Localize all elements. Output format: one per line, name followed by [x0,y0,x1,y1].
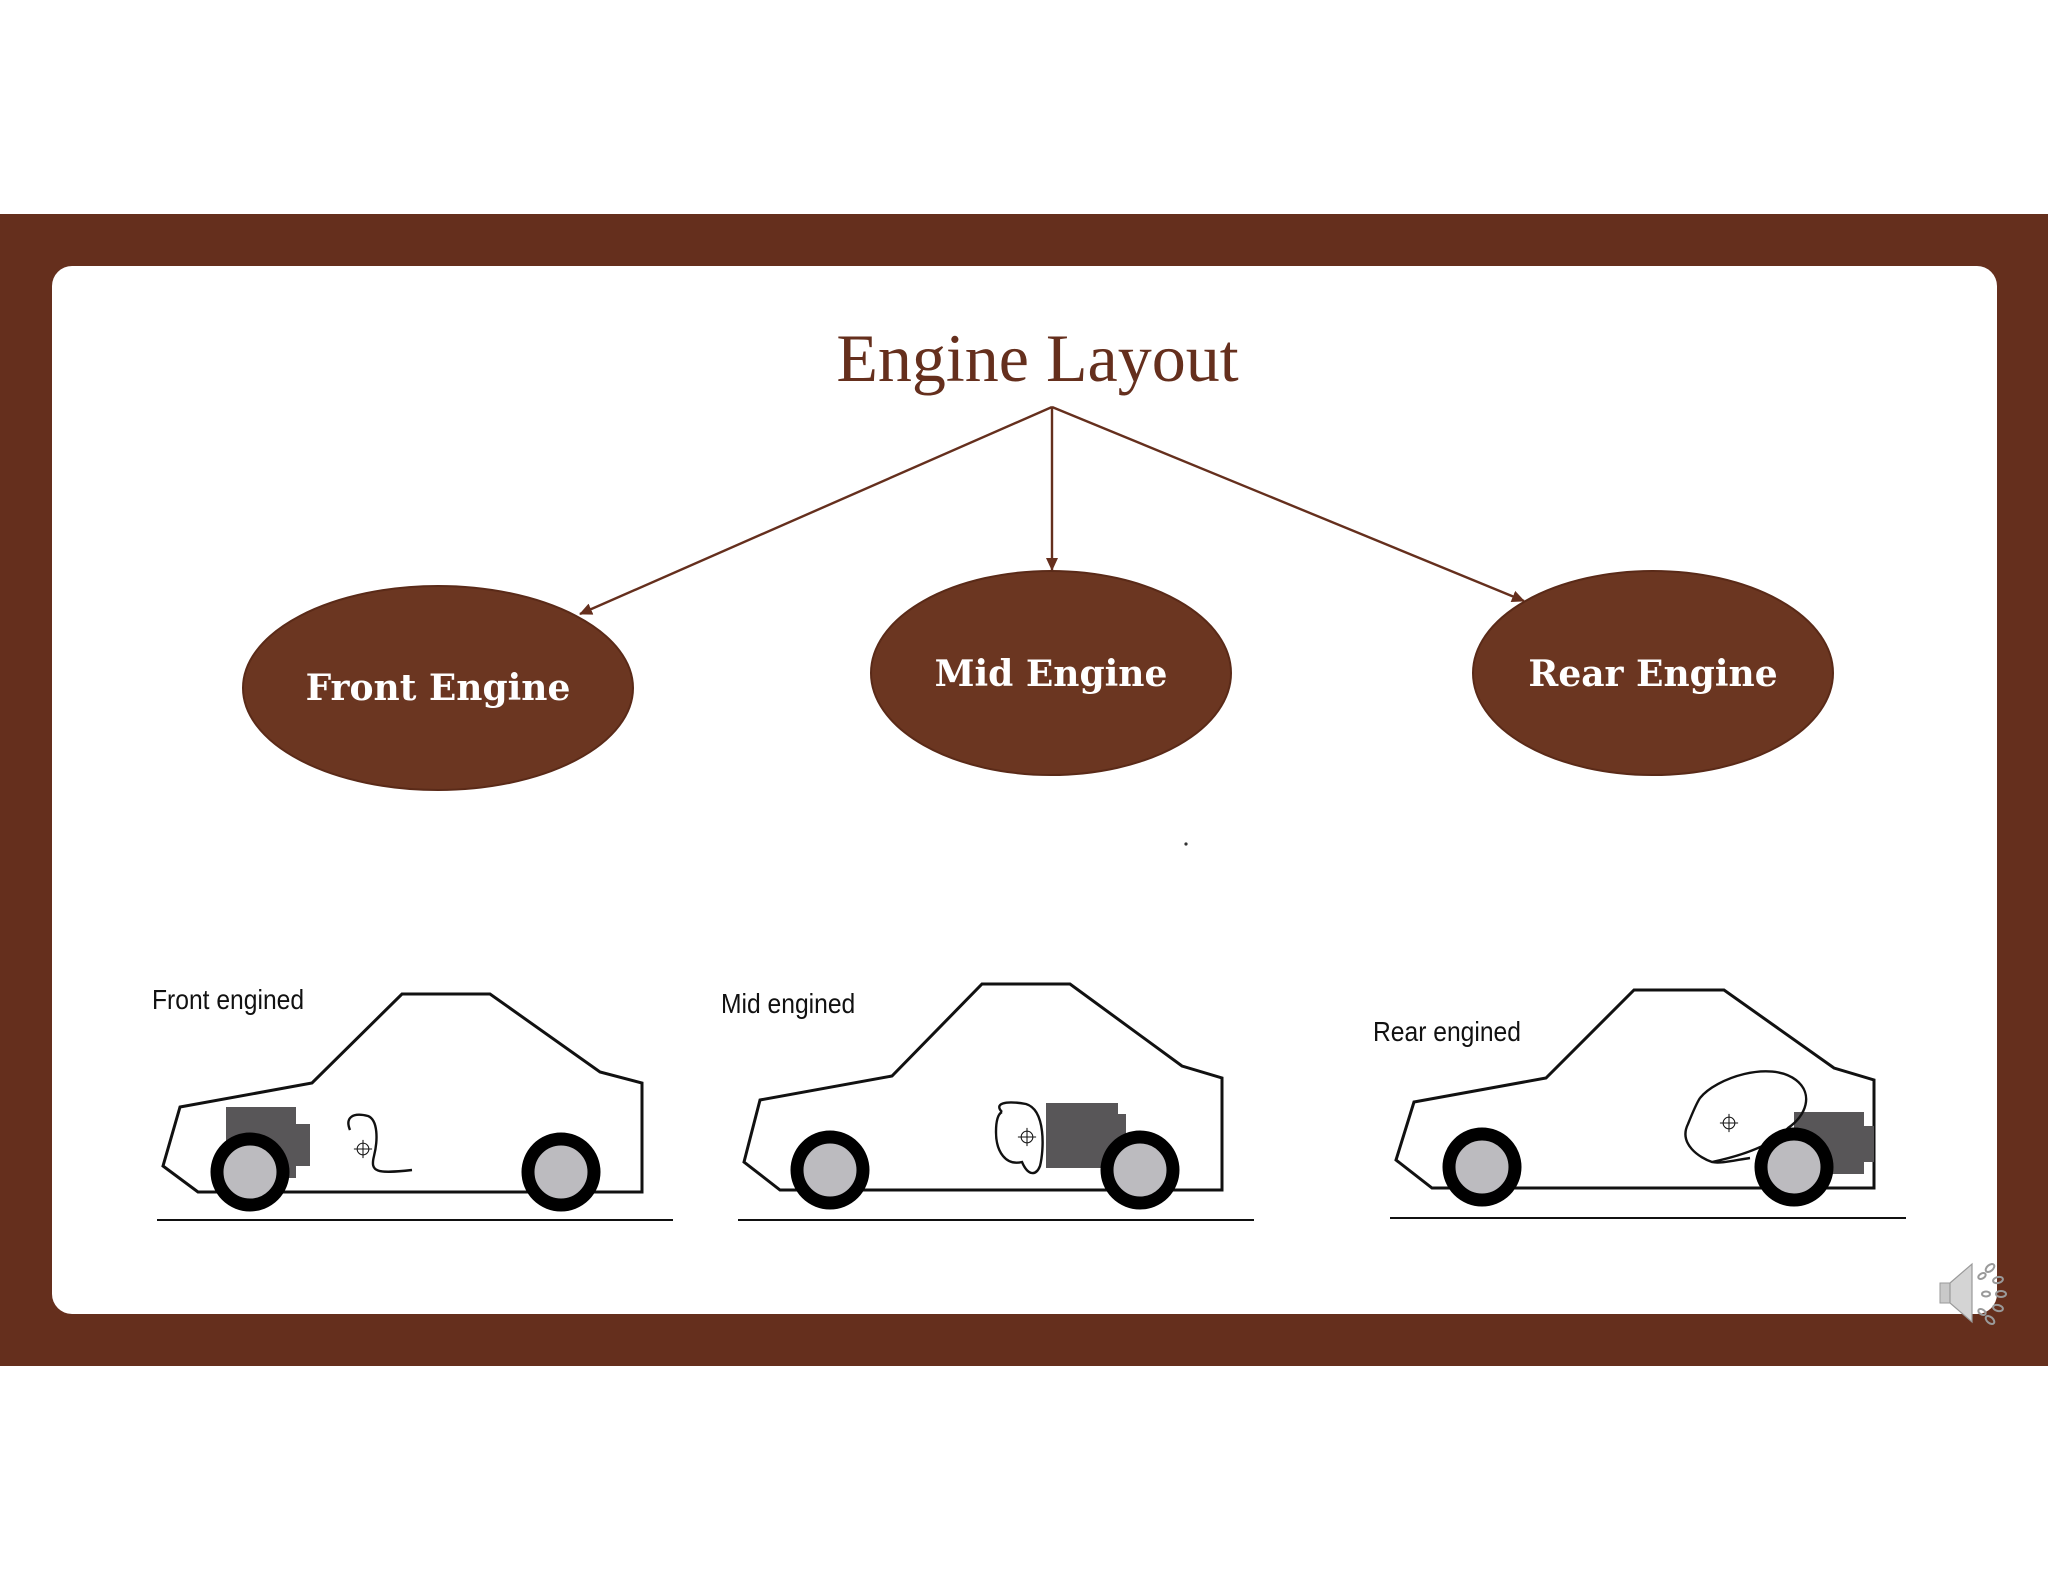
front-engined-car [157,992,673,1221]
rear-engined-car [1390,988,1906,1219]
wheel-rear [521,1132,601,1212]
rear-engine-node [1472,570,1834,776]
arrow-to-rear [1051,405,1525,603]
front-engined-caption: Front engined [152,984,305,1015]
stray-dot [1184,842,1188,846]
mid-engine-node [870,570,1232,776]
front-engine-node [242,585,634,791]
mid-engine-label: Mid Engine [934,653,1168,695]
connector-lines [579,405,1525,616]
arrow-to-front [579,405,1053,616]
speaker-icon[interactable] [1939,1262,2007,1325]
mid-engined-car [738,982,1254,1221]
wheel-rear [1754,1127,1834,1207]
rear-engine-label: Rear Engine [1528,653,1778,695]
wheel-rear [1100,1130,1180,1210]
wheel-front [210,1132,290,1212]
wheel-front [790,1130,870,1210]
mid-engined-caption: Mid engined [721,988,856,1019]
wheel-front [1442,1127,1522,1207]
rear-engined-caption: Rear engined [1373,1016,1521,1047]
front-engine-label: Front Engine [305,667,571,709]
slide-title: Engine Layout [836,320,1239,396]
